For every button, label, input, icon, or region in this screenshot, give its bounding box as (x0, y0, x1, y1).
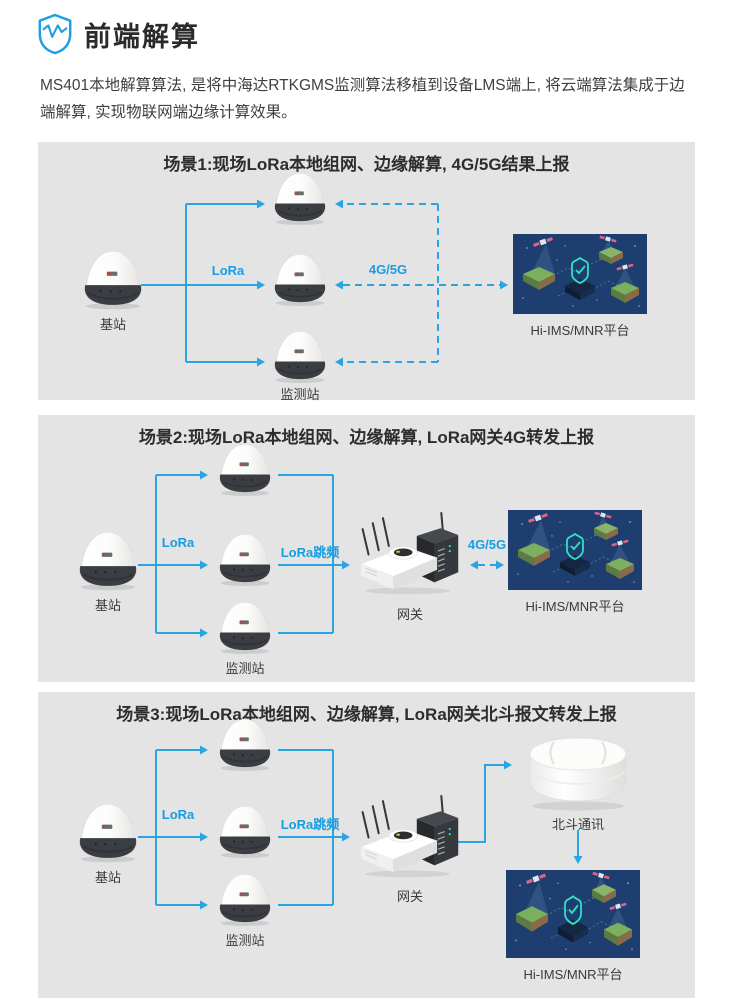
monitor-station-label: 监测站 (225, 933, 265, 948)
platform-illustration (506, 870, 640, 958)
bottom-spacer (0, 998, 732, 1004)
gateway-label: 网关 (396, 889, 423, 904)
beidou-device (516, 730, 640, 812)
platform-illustration (508, 510, 642, 590)
gateway-device (355, 795, 465, 880)
beidou-label: 北斗通讯 (551, 817, 604, 832)
gateway-label: 网关 (396, 607, 423, 622)
platform-label: Hi-IMS/MNR平台 (525, 599, 625, 614)
page-header: 前端解算 (0, 0, 732, 56)
scenario-3-connectors (138, 745, 583, 910)
platform-illustration (513, 234, 647, 314)
base-station-label: 基站 (94, 598, 121, 613)
platform-label: Hi-IMS/MNR平台 (530, 323, 630, 338)
monitor-station-device (267, 250, 333, 308)
scenario-1-panel: 场景1:现场LoRa本地组网、边缘解算, 4G/5G结果上报 基站 LoRa 监… (38, 142, 695, 402)
base-station-device (71, 801, 145, 863)
monitor-station-label: 监测站 (225, 661, 265, 676)
monitor-station-device (212, 440, 278, 498)
monitor-station-device (212, 598, 278, 656)
intro-paragraph: MS401本地解算算法, 是将中海达RTKGMS监测算法移植到设备LMS端上, … (40, 77, 685, 121)
scenario-3-panel: 场景3:现场LoRa本地组网、边缘解算, LoRa网关北斗报文转发上报 基站 L… (38, 692, 695, 998)
monitor-station-device (267, 327, 333, 385)
uplink-label: 4G/5G (368, 262, 408, 277)
scenario-2-title: 场景2:现场LoRa本地组网、边缘解算, LoRa网关4G转发上报 (138, 428, 595, 447)
gateway-device (355, 512, 465, 597)
lora-hop-label: LoRa跳频 (280, 817, 340, 832)
platform-label: Hi-IMS/MNR平台 (523, 967, 623, 982)
scenario-2-connectors (138, 470, 504, 638)
monitor-station-device (212, 715, 278, 773)
base-station-label: 基站 (94, 870, 121, 885)
scenario-2-panel: 场景2:现场LoRa本地组网、边缘解算, LoRa网关4G转发上报 基站 LoR… (38, 415, 695, 682)
base-station-device (71, 529, 145, 591)
base-station-label: 基站 (99, 317, 126, 332)
base-station-device (76, 248, 150, 310)
lora-link-label: LoRa (161, 807, 195, 822)
uplink-label: 4G/5G (467, 537, 507, 552)
monitor-station-label: 监测站 (280, 387, 320, 402)
lora-hop-label: LoRa跳频 (280, 545, 340, 560)
scenario-3-title: 场景3:现场LoRa本地组网、边缘解算, LoRa网关北斗报文转发上报 (116, 705, 617, 724)
lora-link-label: LoRa (161, 535, 195, 550)
scenario-1-title: 场景1:现场LoRa本地组网、边缘解算, 4G/5G结果上报 (163, 155, 570, 174)
page-title: 前端解算 (84, 21, 200, 52)
shield-wave-icon (38, 13, 72, 55)
monitor-station-device (212, 870, 278, 928)
monitor-station-device (267, 169, 333, 227)
lora-link-label: LoRa (211, 263, 245, 278)
scenario-1-connectors (141, 199, 508, 367)
